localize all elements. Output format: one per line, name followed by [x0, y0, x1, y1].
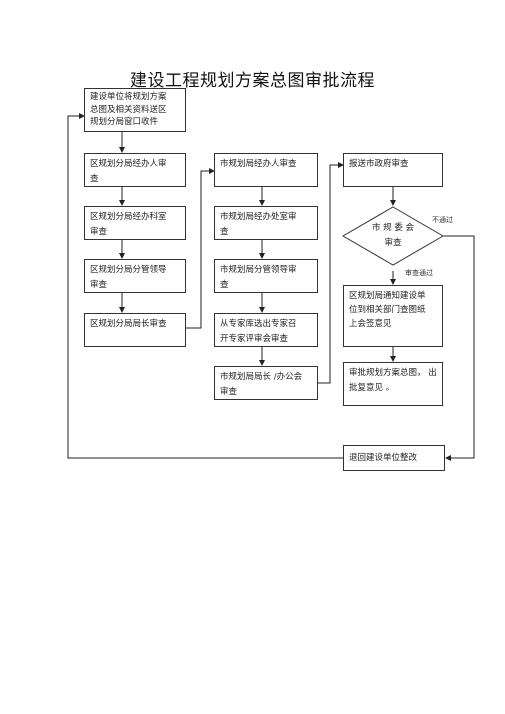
step-district-handler-review: 区规划分局经办人审 查 [84, 153, 186, 187]
decision-planning-committee: 市 规 委 会 审查 [371, 223, 415, 248]
step-city-government-review: 报送市政府审查 [343, 153, 443, 187]
step-submit-materials: 建设单位将规划方案 总图及相关资料送区 规划分局窗口收件 [84, 88, 186, 132]
step-return-to-builder: 退回建设单位整改 [343, 445, 445, 471]
step-notify-sign-opinion: 区规划局通知建设单 位到相关部门查图纸 上会签意见 [343, 285, 443, 347]
step-district-section-review: 区规划分局经办科室 审查 [84, 206, 186, 240]
step-district-head-review: 区规划分局局长审查 [84, 313, 186, 347]
label-not-pass: 不通过 [432, 216, 453, 224]
step-approve-plan: 审批规划方案总图， 出 批复意见 。 [343, 362, 443, 406]
step-city-office-review: 市规划局经办处室审 查 [214, 206, 318, 240]
label-pass: 审查通过 [405, 269, 433, 277]
step-expert-panel-review: 从专家库选出专家召 开专家评审会审查 [214, 313, 318, 347]
step-district-leader-review: 区规划分局分管领导 审查 [84, 259, 186, 293]
step-city-handler-review: 市规划局经办人审查 [214, 153, 318, 187]
step-city-leader-review: 市规划局分管领导审 查 [214, 259, 318, 293]
page-title: 建设工程规划方案总图审批流程 [130, 71, 375, 91]
step-city-director-review: 市规划局局长 /办公会 审查 [214, 366, 318, 400]
